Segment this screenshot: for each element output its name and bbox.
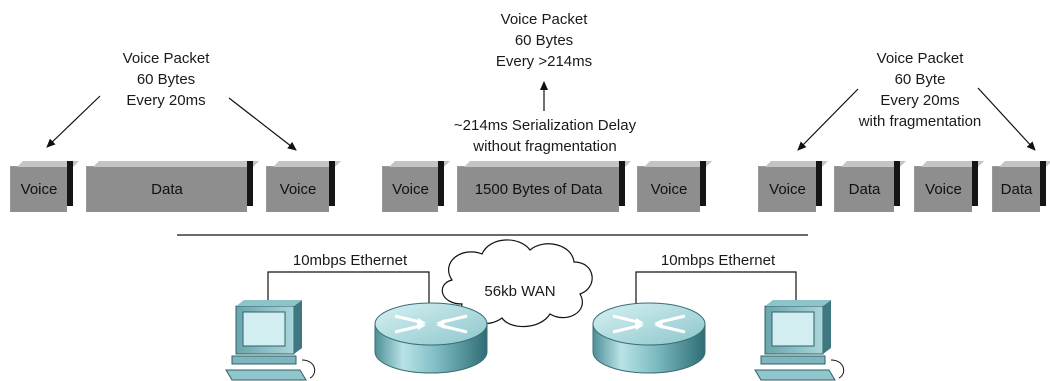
label-right-line-3: Every 20ms [880,92,960,109]
router-icon-right [592,302,706,374]
router-icon-left [374,302,488,374]
label-middle-top: Voice Packet 60 Bytes Every >214ms [484,9,604,72]
label-left-line-1: Voice Packet [122,50,210,67]
label-middle-top-line-3: Every >214ms [495,53,593,70]
label-middle-top-line-2: 60 Bytes [514,32,574,49]
arrow-left-1 [46,95,101,148]
packet-voice: Voice [266,161,335,212]
ethernet-link-left [267,271,430,304]
label-middle-top-line-1: Voice Packet [500,11,588,28]
packet-voice: Voice [758,161,822,212]
ethernet-link-right [635,271,797,304]
label-middle-delay-line-1: ~214ms Serialization Delay [453,117,637,134]
packet-data: Data [834,161,900,212]
computer-icon-right [754,300,845,381]
arrow-left-2 [228,97,297,151]
label-right-line-4: with fragmentation [858,113,982,130]
label-middle-delay-line-2: without fragmentation [473,138,617,155]
label-right-line-2: 60 Byte [894,71,946,88]
label-left-line-3: Every 20ms [126,92,206,109]
packet-data: Data [86,161,253,212]
label-middle-delay: ~214ms Serialization Delay without fragm… [440,115,650,157]
arrow-right-1 [797,88,859,151]
arrow-right-2 [977,87,1036,151]
ethernet-label-left: 10mbps Ethernet [292,252,408,269]
computer-icon-left [225,300,316,381]
packet-data: Data [992,161,1046,212]
label-right-line-1: Voice Packet [876,50,964,67]
packet-voice: Voice [382,161,444,212]
label-left-line-2: 60 Bytes [136,71,196,88]
wan-label: 56kb WAN [484,283,556,300]
packet-voice: Voice [637,161,706,212]
packet-voice: Voice [10,161,73,212]
packet-data-1500: 1500 Bytes of Data [457,161,625,212]
ethernet-label-right: 10mbps Ethernet [660,252,776,269]
packet-voice: Voice [914,161,978,212]
label-right: Voice Packet 60 Byte Every 20ms with fra… [850,48,990,132]
label-left: Voice Packet 60 Bytes Every 20ms [106,48,226,111]
